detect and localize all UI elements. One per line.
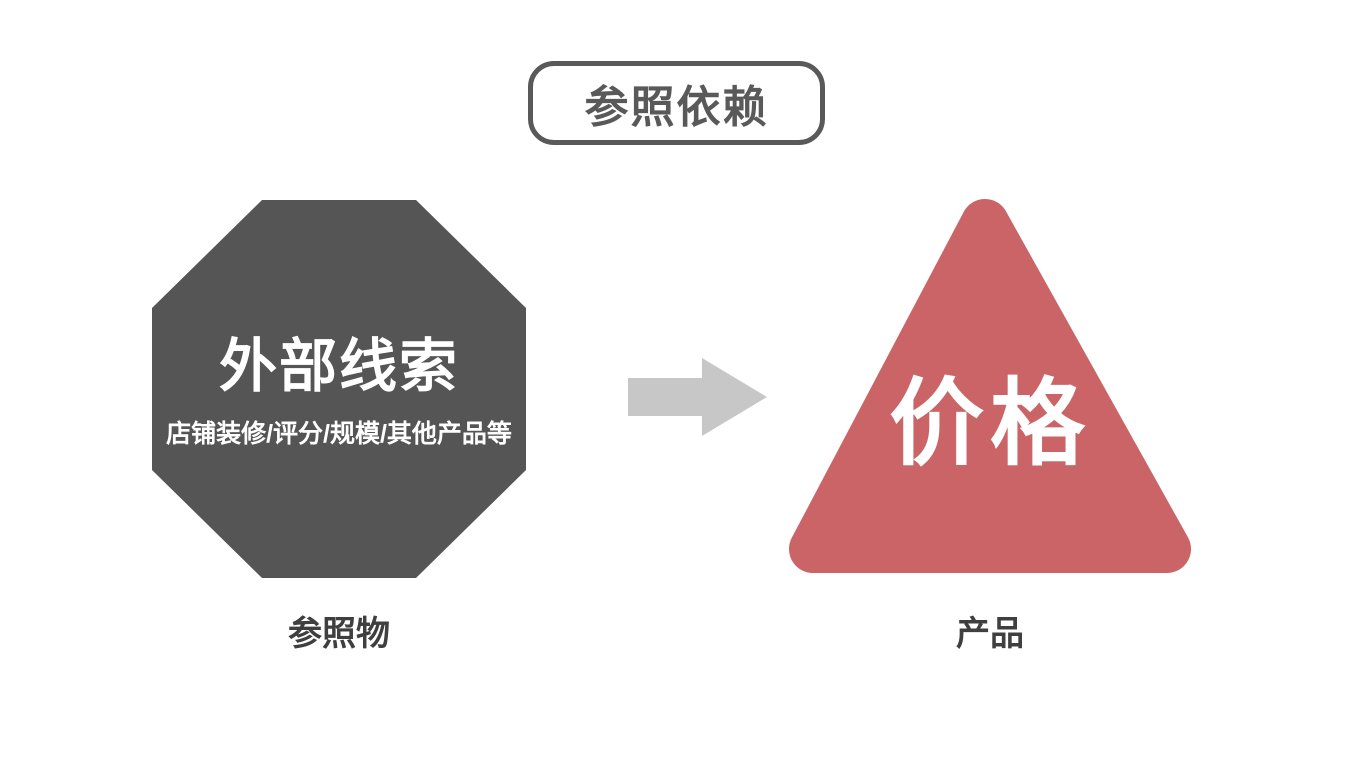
triangle-path: [789, 199, 1191, 573]
product-shape-group: 价格: [775, 197, 1205, 577]
product-caption: 产品: [956, 615, 1024, 653]
title-text: 参照依赖: [584, 83, 769, 132]
right-arrow-icon: [628, 358, 767, 436]
reference-heading: 外部线索: [218, 334, 459, 399]
octagon-polygon: [152, 200, 526, 578]
triangle-shape: [789, 199, 1191, 573]
product-heading: 价格: [888, 371, 1091, 477]
right-arrow-polygon: [628, 358, 767, 436]
octagon-shape: [152, 200, 526, 578]
reference-caption: 参照物: [288, 615, 390, 653]
octagon-text-block: 外部线索 店铺装修/评分/规模/其他产品等: [152, 334, 526, 450]
reference-subheading: 店铺装修/评分/规模/其他产品等: [166, 420, 512, 449]
title-box: 参照依赖: [528, 61, 825, 145]
reference-shape-group: 外部线索 店铺装修/评分/规模/其他产品等: [152, 200, 526, 578]
